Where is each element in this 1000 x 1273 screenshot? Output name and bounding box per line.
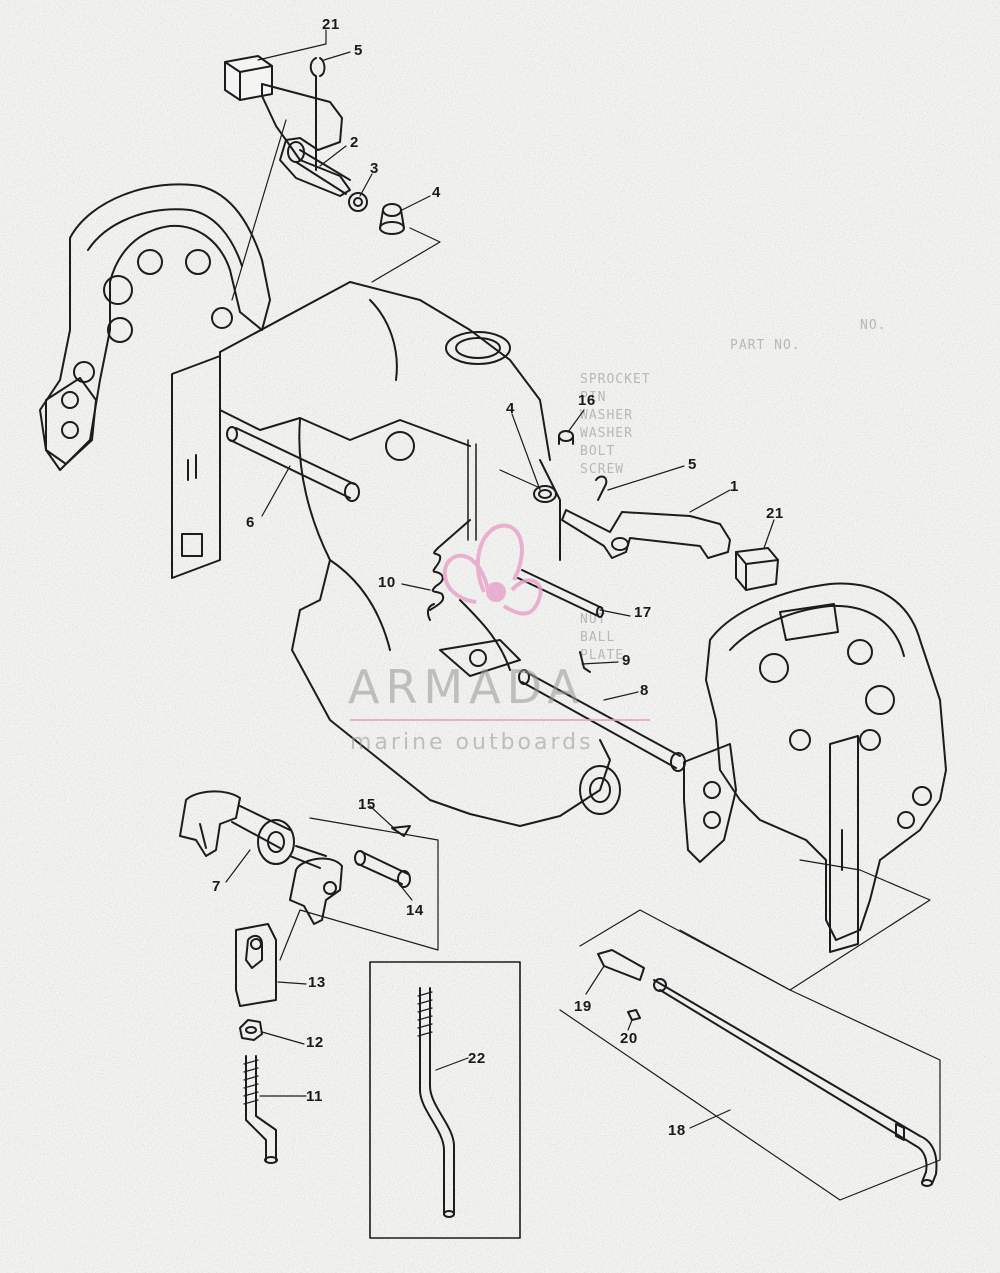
rod-part-22-box	[369, 961, 521, 1239]
callout-9: 9	[622, 652, 631, 669]
ghost-row: SCREW	[580, 462, 625, 477]
tilt-tube-part-6	[226, 426, 360, 502]
ghost-row: WASHER	[580, 426, 633, 441]
callout-5-mid: 5	[688, 456, 697, 473]
callout-21-top: 21	[322, 16, 340, 33]
callout-19: 19	[574, 998, 592, 1015]
callout-11: 11	[306, 1088, 323, 1105]
callout-17: 17	[634, 604, 652, 621]
ghost-header-no: NO.	[860, 318, 887, 333]
callout-18: 18	[668, 1122, 686, 1139]
callout-1: 1	[730, 478, 739, 495]
watermark-brand: ARMADA	[348, 660, 585, 714]
callout-10: 10	[378, 574, 396, 591]
ghost-header-part: PART NO.	[730, 338, 801, 353]
callout-6: 6	[246, 514, 255, 531]
callout-14: 14	[406, 902, 424, 919]
callout-20: 20	[620, 1030, 638, 1047]
ghost-row: SPROCKET	[580, 372, 651, 387]
callout-2: 2	[350, 134, 359, 151]
callout-12: 12	[306, 1034, 324, 1051]
ghost-row: BALL	[580, 630, 616, 645]
ghost-row: BOLT	[580, 444, 616, 459]
callout-3: 3	[370, 160, 379, 177]
top-bracket-assembly	[224, 55, 441, 301]
callout-15: 15	[358, 796, 376, 813]
ghost-row: WASHER	[580, 408, 633, 423]
callout-5-top: 5	[354, 42, 363, 59]
right-upper-parts	[499, 430, 779, 618]
left-clamp-bracket	[39, 183, 271, 579]
tilt-lock-assembly	[179, 790, 439, 1164]
callout-21-right: 21	[766, 505, 784, 522]
handle-assembly	[559, 909, 941, 1201]
callout-22: 22	[468, 1050, 486, 1067]
callout-16: 16	[578, 392, 596, 409]
spring-part-10	[426, 519, 471, 621]
callout-4-top: 4	[432, 184, 441, 201]
ghost-row: PLATE	[580, 648, 625, 663]
leader-lines	[225, 29, 775, 1129]
callout-7: 7	[212, 878, 221, 895]
ghost-row: PIN	[580, 390, 607, 405]
callout-8: 8	[640, 682, 649, 699]
watermark-tagline: marine outboards	[350, 730, 594, 755]
callout-4-mid: 4	[506, 400, 515, 417]
swivel-housing	[219, 281, 621, 827]
callout-13: 13	[308, 974, 326, 991]
